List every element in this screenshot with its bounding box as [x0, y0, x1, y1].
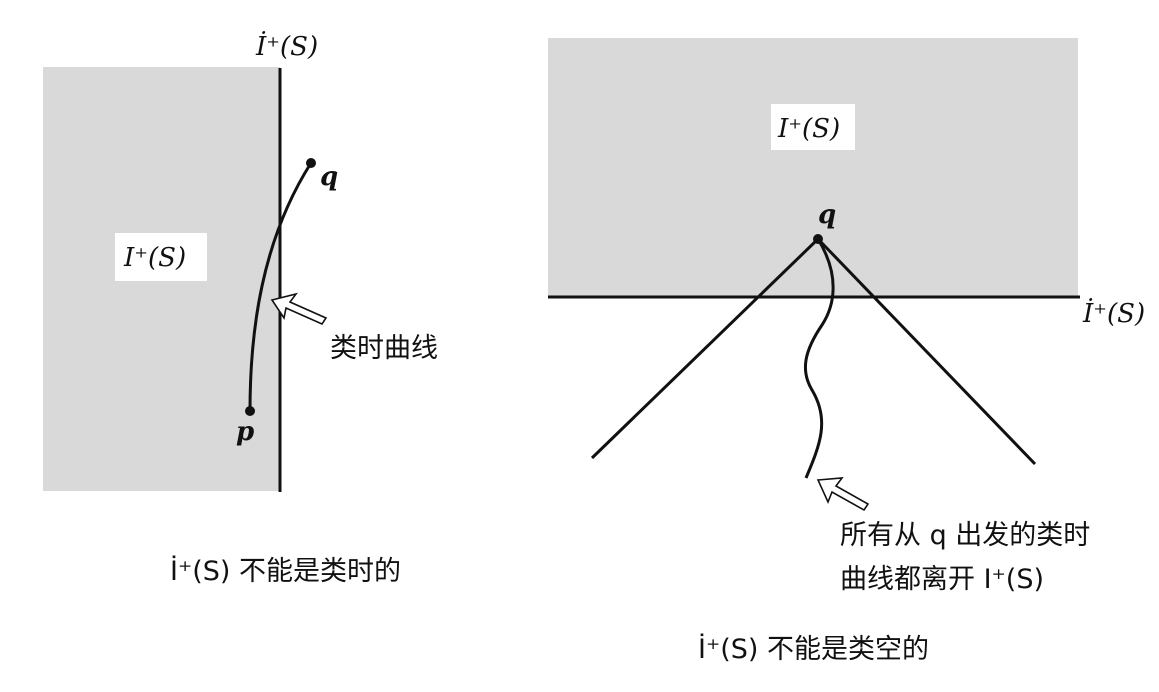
left-annotation-arrow [270, 292, 328, 326]
right-region-label: I⁺(S) [777, 114, 840, 144]
right-annotation-line1: 所有从 q 出发的类时 [840, 520, 1090, 551]
right-annotation-arrow [816, 477, 870, 512]
left-caption: İ⁺(S) 不能是类时的 [170, 555, 401, 587]
point-p-dot [245, 406, 255, 416]
light-cone-left-edge [590, 237, 820, 460]
timelike-curve [248, 162, 313, 412]
right-region-label-box [771, 104, 855, 150]
left-point-q-label: q [320, 162, 338, 192]
curve-annotation: 类时曲线 [330, 333, 438, 364]
left-region-label: I⁺(S) [123, 243, 186, 273]
left-region-label-box [115, 233, 207, 281]
light-cone-right-edge [816, 237, 1037, 466]
left-point-p-label: p [236, 417, 254, 447]
right-annotation-line2: 曲线都离开 I⁺(S) [840, 564, 1044, 595]
right-point-q-dot [813, 234, 823, 244]
right-boundary-label: İ⁺(S) [1082, 298, 1145, 329]
point-q-dot [306, 158, 316, 168]
wavy-timelike-curve [803, 238, 835, 479]
right-caption: İ⁺(S) 不能是类空的 [698, 633, 929, 665]
right-chronological-future-region [548, 38, 1078, 297]
left-panel: İ⁺(S) I⁺(S) q p 类时曲线 İ⁺(S) 不能是类时的 [43, 31, 438, 587]
right-point-q-label: q [818, 200, 836, 230]
right-panel: I⁺(S) q İ⁺(S) 所有从 q 出发的类时 曲线都离开 I⁺(S) İ⁺… [548, 38, 1145, 665]
left-boundary-label: İ⁺(S) [255, 31, 318, 62]
